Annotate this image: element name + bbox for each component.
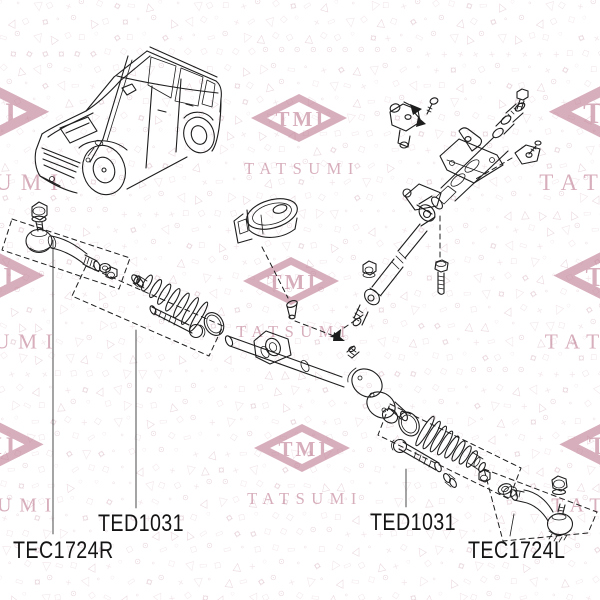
tatsumi-brand-text: TATSUMI <box>247 489 363 508</box>
tmi-diamond-icon <box>553 252 600 299</box>
tmi-diamond-icon <box>0 422 44 467</box>
inner-tie-rod-boot-right-group <box>377 403 522 500</box>
column-fasteners <box>362 215 449 295</box>
tmi-diamond-icon <box>548 86 600 138</box>
outer-tie-rod-end-right-group <box>1 201 131 290</box>
tmi-diamond-icon <box>251 94 347 142</box>
leader-line <box>509 513 515 537</box>
inner-tie-rod-boot-left-group <box>71 265 225 357</box>
outer-tie-rod-end-left-group <box>483 468 598 543</box>
part-label-ted1031-left: TED1031 <box>98 510 185 537</box>
tmi-logo-text: TMI <box>585 262 600 292</box>
tmi-watermark: TMI TATSUMI <box>519 239 600 359</box>
tatsumi-brand-text: TATSUMI <box>0 495 59 517</box>
tmi-logo-text: TMI <box>279 437 330 461</box>
tmi-logo-text: TMI <box>276 107 327 131</box>
column-grommet <box>233 198 345 341</box>
dashed-box <box>71 265 224 357</box>
tmi-watermark: TMI TATSUMI <box>0 411 76 521</box>
part-label-ted1031-right: TED1031 <box>370 509 457 536</box>
tmi-logo-text: TMI <box>0 98 20 130</box>
tmi-diamond-icon <box>0 87 50 137</box>
tmi-watermark: TMI TATSUMI <box>0 73 87 202</box>
car-illustration <box>34 46 222 196</box>
tmi-diamond-icon <box>0 253 45 298</box>
part-label-tec1724l: TEC1724L <box>468 537 566 564</box>
tmi-watermark: TMI TATSUMI <box>0 239 80 359</box>
tmi-logo-text: TMI <box>0 433 19 460</box>
dashed-box <box>377 403 522 500</box>
tatsumi-brand-text: TATSUMI <box>244 159 360 178</box>
tmi-watermark: TMI TATSUMI <box>227 420 377 512</box>
steering-column-assembly <box>389 88 542 215</box>
part-label-tec1724r: TEC1724R <box>13 537 114 564</box>
tmi-logo-text: TMI <box>0 262 18 292</box>
tmi-diamond-icon <box>559 424 600 465</box>
tmi-diamond-icon <box>243 257 339 305</box>
tatsumi-brand-text: TATSUMI <box>236 322 352 341</box>
tmi-watermark: TMI TATSUMI <box>511 73 600 202</box>
leader-lines <box>52 239 515 537</box>
tmi-watermark: TMI TATSUMI <box>224 90 374 182</box>
tatsumi-brand-text: TATSUMI <box>0 169 67 195</box>
tmi-logo-text: TMI <box>589 433 600 460</box>
dashed-box <box>483 468 598 542</box>
tmi-logo-text: TMI <box>583 98 600 130</box>
intermediate-shaft <box>330 195 443 338</box>
dashed-box <box>1 218 131 290</box>
steering-rack <box>224 330 408 424</box>
tatsumi-brand-text: TATSUMI <box>539 169 600 195</box>
tatsumi-brand-text: TATSUMI <box>0 329 61 353</box>
tmi-diamond-icon <box>254 424 350 472</box>
tatsumi-brand-text: TATSUMI <box>545 329 600 353</box>
